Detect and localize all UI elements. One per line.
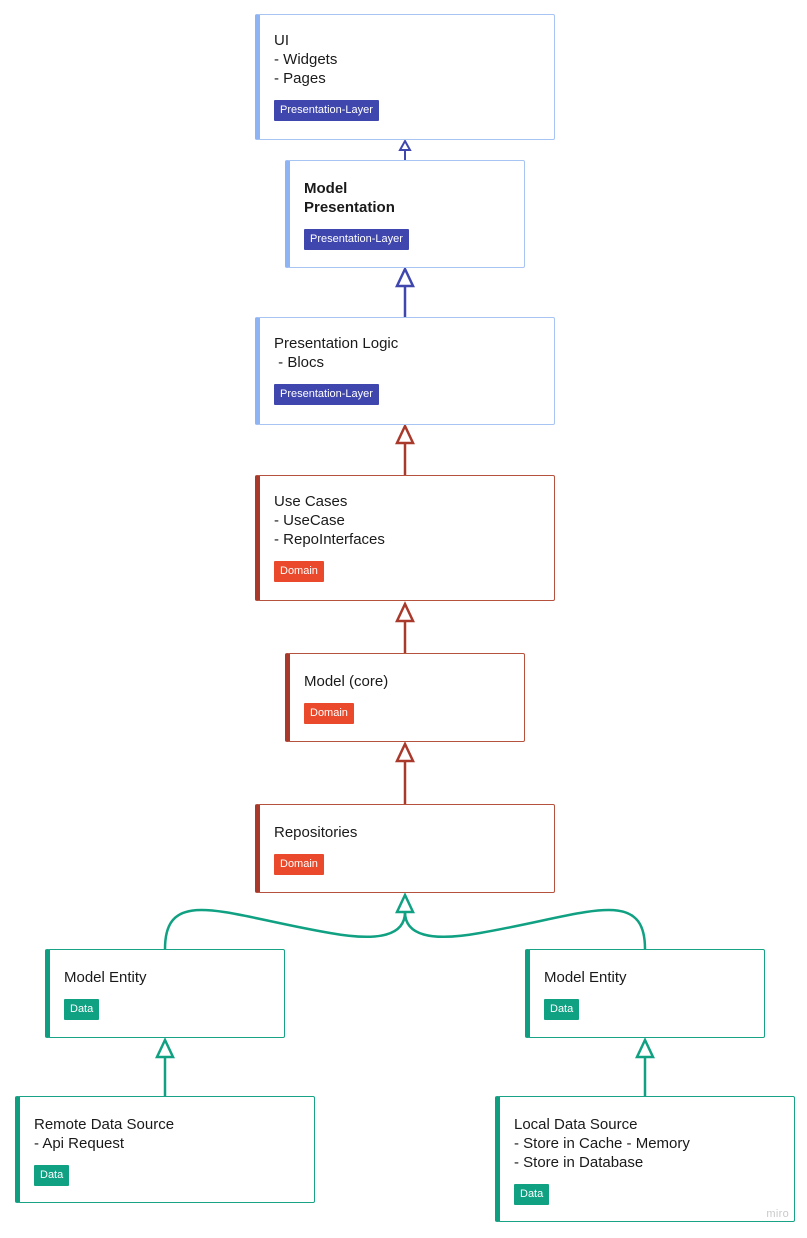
layer-tag: Presentation-Layer bbox=[304, 229, 409, 250]
miro-watermark: miro bbox=[766, 1208, 789, 1220]
node-model-entity-right-title: Model Entity bbox=[544, 969, 627, 986]
node-local-data-source[interactable]: Local Data Source - Store in Cache - Mem… bbox=[495, 1096, 795, 1222]
curve-right-entity-to-repositories bbox=[403, 908, 647, 950]
arrowhead-model-presentation bbox=[395, 266, 415, 288]
node-use-cases-title: Use Cases bbox=[274, 493, 348, 510]
node-presentation-logic[interactable]: Presentation Logic - Blocs Presentation-… bbox=[255, 317, 555, 425]
node-model-entity-left[interactable]: Model Entity Data bbox=[45, 949, 285, 1038]
layer-tag: Data bbox=[544, 999, 580, 1020]
node-model-presentation[interactable]: Model Presentation Presentation-Layer bbox=[285, 160, 525, 268]
node-model-core-title: Model (core) bbox=[304, 673, 389, 690]
node-presentation-logic-line-blocs: - Blocs bbox=[274, 354, 325, 371]
node-model-core[interactable]: Model (core) Domain bbox=[285, 653, 525, 742]
node-ui-line-widgets: - Widgets bbox=[274, 51, 338, 68]
layer-tag: Data bbox=[64, 999, 100, 1020]
node-use-cases-line-usecase: - UseCase bbox=[274, 512, 345, 529]
node-local-data-source-title: Local Data Source bbox=[514, 1116, 638, 1133]
node-remote-data-source[interactable]: Remote Data Source - Api Request Data bbox=[15, 1096, 315, 1203]
arrowhead-entity-left bbox=[155, 1037, 175, 1059]
node-use-cases-line-repointerfaces: - RepoInterfaces bbox=[274, 531, 385, 548]
node-use-cases[interactable]: Use Cases - UseCase - RepoInterfaces Dom… bbox=[255, 475, 555, 601]
arrowhead-entity-right bbox=[635, 1037, 655, 1059]
layer-tag: Domain bbox=[274, 854, 324, 875]
node-remote-data-source-title: Remote Data Source bbox=[34, 1116, 175, 1133]
node-ui[interactable]: UI - Widgets - Pages Presentation-Layer bbox=[255, 14, 555, 140]
node-repositories-title: Repositories bbox=[274, 824, 358, 841]
node-local-data-source-line-database: - Store in Database bbox=[514, 1154, 644, 1171]
node-repositories[interactable]: Repositories Domain bbox=[255, 804, 555, 893]
arrowhead-repositories bbox=[395, 892, 415, 914]
layer-tag: Data bbox=[34, 1165, 70, 1186]
arrowhead-ui bbox=[398, 138, 412, 151]
node-local-data-source-line-cache: - Store in Cache - Memory bbox=[514, 1135, 690, 1152]
arrowhead-core bbox=[395, 741, 415, 763]
node-presentation-logic-title: Presentation Logic bbox=[274, 335, 399, 352]
layer-tag: Presentation-Layer bbox=[274, 384, 379, 405]
arrowhead-logic bbox=[395, 423, 415, 445]
node-ui-title: UI bbox=[274, 32, 289, 49]
curve-left-entity-to-repositories bbox=[163, 908, 407, 950]
node-model-presentation-title-1: Model bbox=[304, 180, 348, 197]
layer-tag: Domain bbox=[304, 703, 354, 724]
node-remote-data-source-line-api: - Api Request bbox=[34, 1135, 125, 1152]
layer-tag: Domain bbox=[274, 561, 324, 582]
layer-tag: Presentation-Layer bbox=[274, 100, 379, 121]
node-model-entity-left-title: Model Entity bbox=[64, 969, 147, 986]
arrowhead-usecases bbox=[395, 601, 415, 623]
node-model-entity-right[interactable]: Model Entity Data bbox=[525, 949, 765, 1038]
node-ui-line-pages: - Pages bbox=[274, 70, 326, 87]
node-model-presentation-title-2: Presentation bbox=[304, 199, 395, 216]
layer-tag: Data bbox=[514, 1184, 550, 1205]
